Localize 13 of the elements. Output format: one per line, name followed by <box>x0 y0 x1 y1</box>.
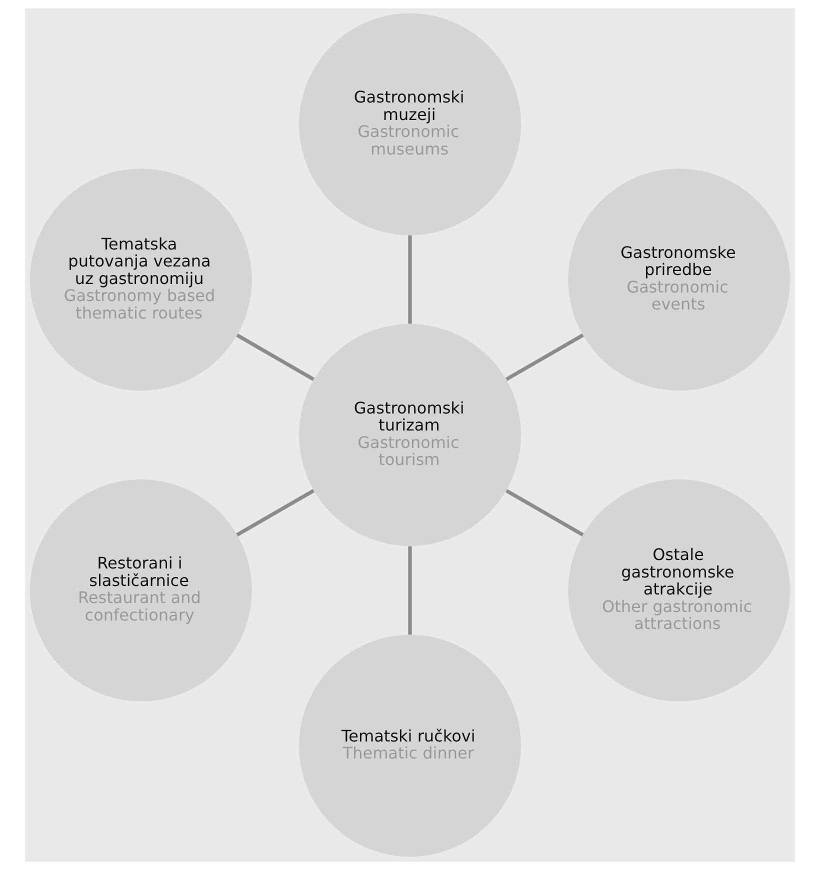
connector <box>408 546 412 635</box>
node-circle: Ostale gastronomske atrakcije Other gastronomic attractions <box>568 479 790 702</box>
connector <box>504 334 584 381</box>
node-circle: Gastronomske priredbe Gastronomic events <box>568 168 790 391</box>
connector <box>236 334 314 381</box>
node-circle: Gastronomski muzeji Gastronomic museums <box>298 13 520 236</box>
node-circle: Gastronomski turizam Gastronomic tourism <box>298 324 520 546</box>
node-circle: Tematska putovanja vezana uz gastronomiju Gastronomy based thematic routes <box>29 168 252 391</box>
node-circle: Restorani i slastičarnice Restaurant and confectionary <box>29 479 252 702</box>
connector <box>236 489 314 536</box>
connector <box>504 489 584 536</box>
node-circle: Tematski ručkovi Thematic dinner <box>298 634 520 857</box>
connector <box>408 235 412 324</box>
